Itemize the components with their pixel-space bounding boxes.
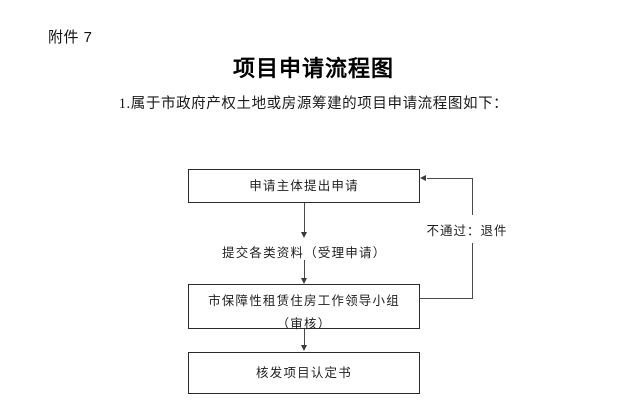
- connector-reject-segment-vertical-lower: [472, 243, 473, 299]
- flowchart-node-review: 市保障性租赁住房工作领导小组 （审核）: [188, 284, 420, 331]
- connector-reject-segment-bottom: [420, 298, 473, 299]
- connector-reject-segment-top: [427, 178, 473, 179]
- connector-materials-to-review: [304, 260, 305, 279]
- flowchart-node-review-line-1: 市保障性租赁住房工作领导小组: [208, 294, 400, 308]
- intro-paragraph: 1.属于市政府产权土地或房源筹建的项目申请流程图如下：: [118, 96, 509, 112]
- arrow-down-icon: [300, 345, 307, 351]
- arrow-down-icon: [300, 232, 307, 238]
- flowchart-node-issue-line-1: 核发项目认定书: [256, 366, 352, 380]
- edge-label-submit-materials: 提交各类资料（受理申请）: [222, 242, 386, 261]
- flowchart-node-issue: 核发项目认定书: [188, 352, 420, 394]
- flowchart-node-review-line-2: （审核）: [276, 317, 332, 331]
- arrow-left-icon: [420, 174, 426, 181]
- arrow-down-icon: [300, 278, 307, 284]
- edge-label-reject-return: 不通过：退件: [424, 220, 510, 239]
- flowchart-node-apply-line-1: 申请主体提出申请: [249, 179, 359, 193]
- connector-apply-to-materials: [304, 203, 305, 233]
- page-title: 项目申请流程图: [232, 56, 394, 81]
- flowchart-node-apply: 申请主体提出申请: [188, 169, 420, 203]
- connector-review-to-issue: [304, 329, 305, 346]
- attachment-label: 附件 7: [48, 29, 93, 46]
- connector-reject-segment-vertical-upper: [472, 178, 473, 215]
